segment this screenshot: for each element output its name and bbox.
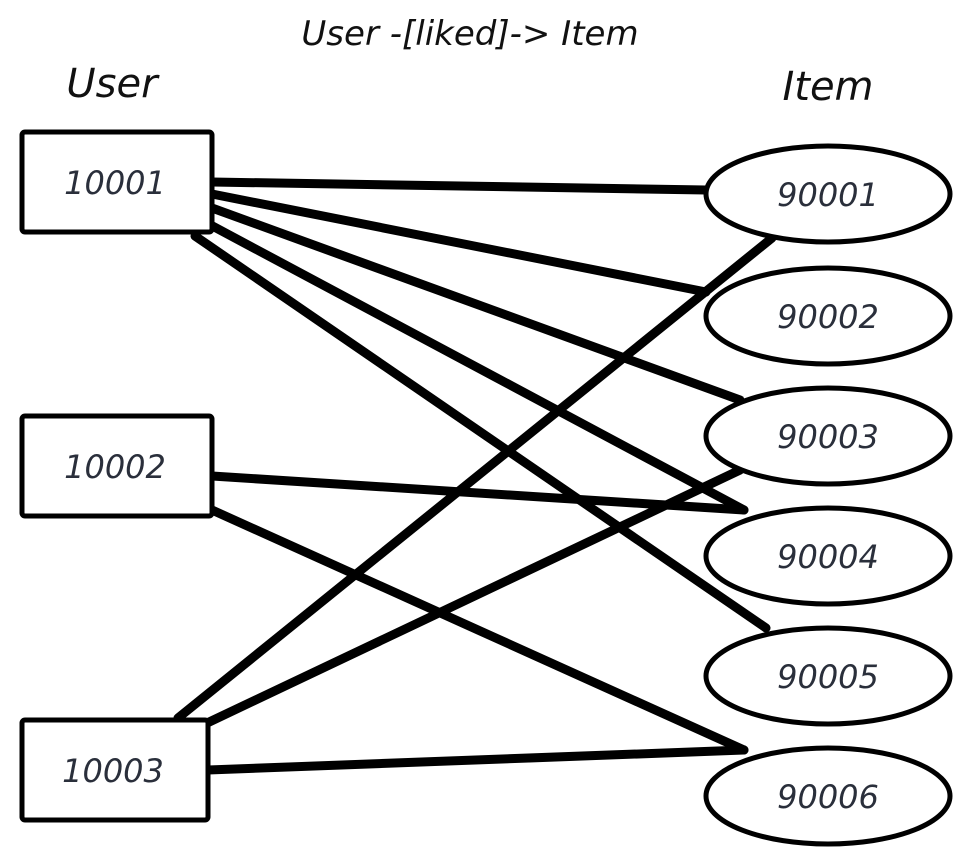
item-ellipse — [703, 143, 953, 245]
user-label: 10003 — [62, 752, 164, 790]
users-layer: 10001 10002 10003 — [19, 129, 215, 823]
user-box — [19, 413, 215, 519]
user-label: 10001 — [64, 164, 166, 202]
item-label: 90006 — [777, 778, 879, 816]
item-node-90002: 90002 — [703, 265, 953, 367]
item-node-90001: 90001 — [703, 143, 953, 245]
edge-10001-90002 — [207, 189, 711, 297]
item-column-label: Item — [782, 64, 873, 110]
item-ellipse — [703, 265, 953, 367]
item-node-90006: 90006 — [703, 745, 953, 847]
edge-10003-90001 — [173, 233, 777, 723]
user-node-10001: 10001 — [19, 129, 215, 235]
item-label: 90003 — [777, 418, 879, 456]
item-ellipse — [703, 505, 953, 607]
item-label: 90001 — [777, 176, 879, 214]
item-ellipse — [703, 745, 953, 847]
item-node-90004: 90004 — [703, 505, 953, 607]
edge-10001-90001 — [207, 177, 711, 195]
edge-10001-90005 — [190, 231, 771, 633]
item-ellipse — [703, 625, 953, 727]
user-column-label: User — [66, 61, 160, 107]
item-label: 90004 — [777, 538, 879, 576]
edge-10003-90003 — [200, 465, 745, 729]
item-node-90005: 90005 — [703, 625, 953, 727]
item-ellipse — [703, 385, 953, 487]
item-node-90003: 90003 — [703, 385, 953, 487]
user-node-10002: 10002 — [19, 413, 215, 519]
item-label: 90002 — [777, 298, 879, 336]
item-label: 90005 — [777, 658, 879, 696]
user-label: 10002 — [64, 448, 166, 486]
edges-layer — [173, 177, 777, 775]
edge-10003-90006 — [203, 745, 749, 775]
edge-10001-90004 — [200, 217, 749, 515]
edge-10001-90003 — [207, 203, 745, 405]
user-box — [19, 129, 215, 235]
edge-10002-90004 — [207, 471, 749, 515]
items-layer: 90001 90002 90003 90004 90005 90006 — [703, 143, 953, 847]
user-node-10003: 10003 — [19, 717, 211, 823]
diagram-title: User -[liked]-> Item — [301, 14, 638, 54]
edge-10002-90006 — [207, 505, 749, 755]
user-box — [19, 717, 211, 823]
